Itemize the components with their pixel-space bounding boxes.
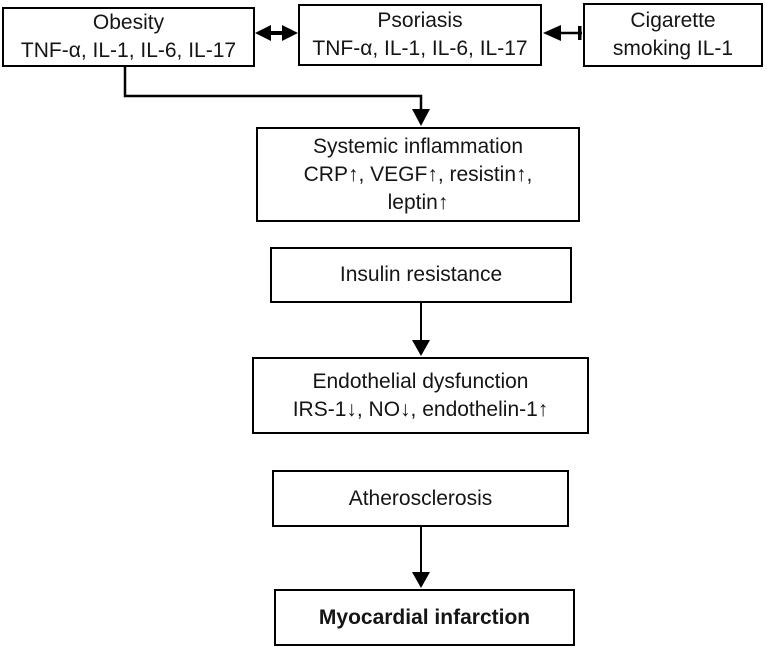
node-mi-title: Myocardial infarction <box>318 605 531 629</box>
arrow-insulin-to-endothelial <box>412 303 430 356</box>
node-psoriasis-mediators: TNF-α, IL-1, IL-6, IL-17 <box>312 37 528 60</box>
arrow-atherosclerosis-to-mi <box>412 527 430 588</box>
node-systemic-mediators-line2: leptin↑ <box>387 190 449 214</box>
node-endothelial-mediators: IRS-1↓, NO↓, endothelin-1↑ <box>292 397 549 421</box>
node-obesity: Obesity TNF-α, IL-1, IL-6, IL-17 <box>2 7 255 67</box>
node-atherosclerosis: Atherosclerosis <box>272 470 569 527</box>
node-cigarette-smoking: Cigarette smoking IL-1 <box>583 3 763 67</box>
node-systemic-title: Systemic inflammation <box>312 134 524 158</box>
node-cigarette-title: Cigarette <box>630 9 716 32</box>
arrow-obesity-psoriasis-bidirectional <box>255 25 298 41</box>
arrow-cigarette-to-psoriasis <box>543 25 582 41</box>
node-cigarette-mediators: smoking IL-1 <box>612 37 734 60</box>
node-atherosclerosis-title: Atherosclerosis <box>348 486 493 510</box>
node-psoriasis: Psoriasis TNF-α, IL-1, IL-6, IL-17 <box>298 4 542 66</box>
node-insulin-resistance: Insulin resistance <box>270 247 572 303</box>
node-systemic-inflammation: Systemic inflammation CRP↑, VEGF↑, resis… <box>256 127 580 222</box>
node-endothelial-dysfunction: Endothelial dysfunction IRS-1↓, NO↓, end… <box>252 357 589 434</box>
node-insulin-title: Insulin resistance <box>339 263 503 286</box>
node-psoriasis-title: Psoriasis <box>377 9 463 32</box>
node-systemic-mediators-line1: CRP↑, VEGF↑, resistin↑, <box>303 162 533 186</box>
arrow-obesity-to-systemic-inflammation <box>123 67 430 126</box>
node-endothelial-title: Endothelial dysfunction <box>312 369 529 393</box>
node-obesity-title: Obesity <box>92 11 165 34</box>
node-obesity-mediators: TNF-α, IL-1, IL-6, IL-17 <box>20 39 237 62</box>
node-myocardial-infarction: Myocardial infarction <box>274 589 575 646</box>
